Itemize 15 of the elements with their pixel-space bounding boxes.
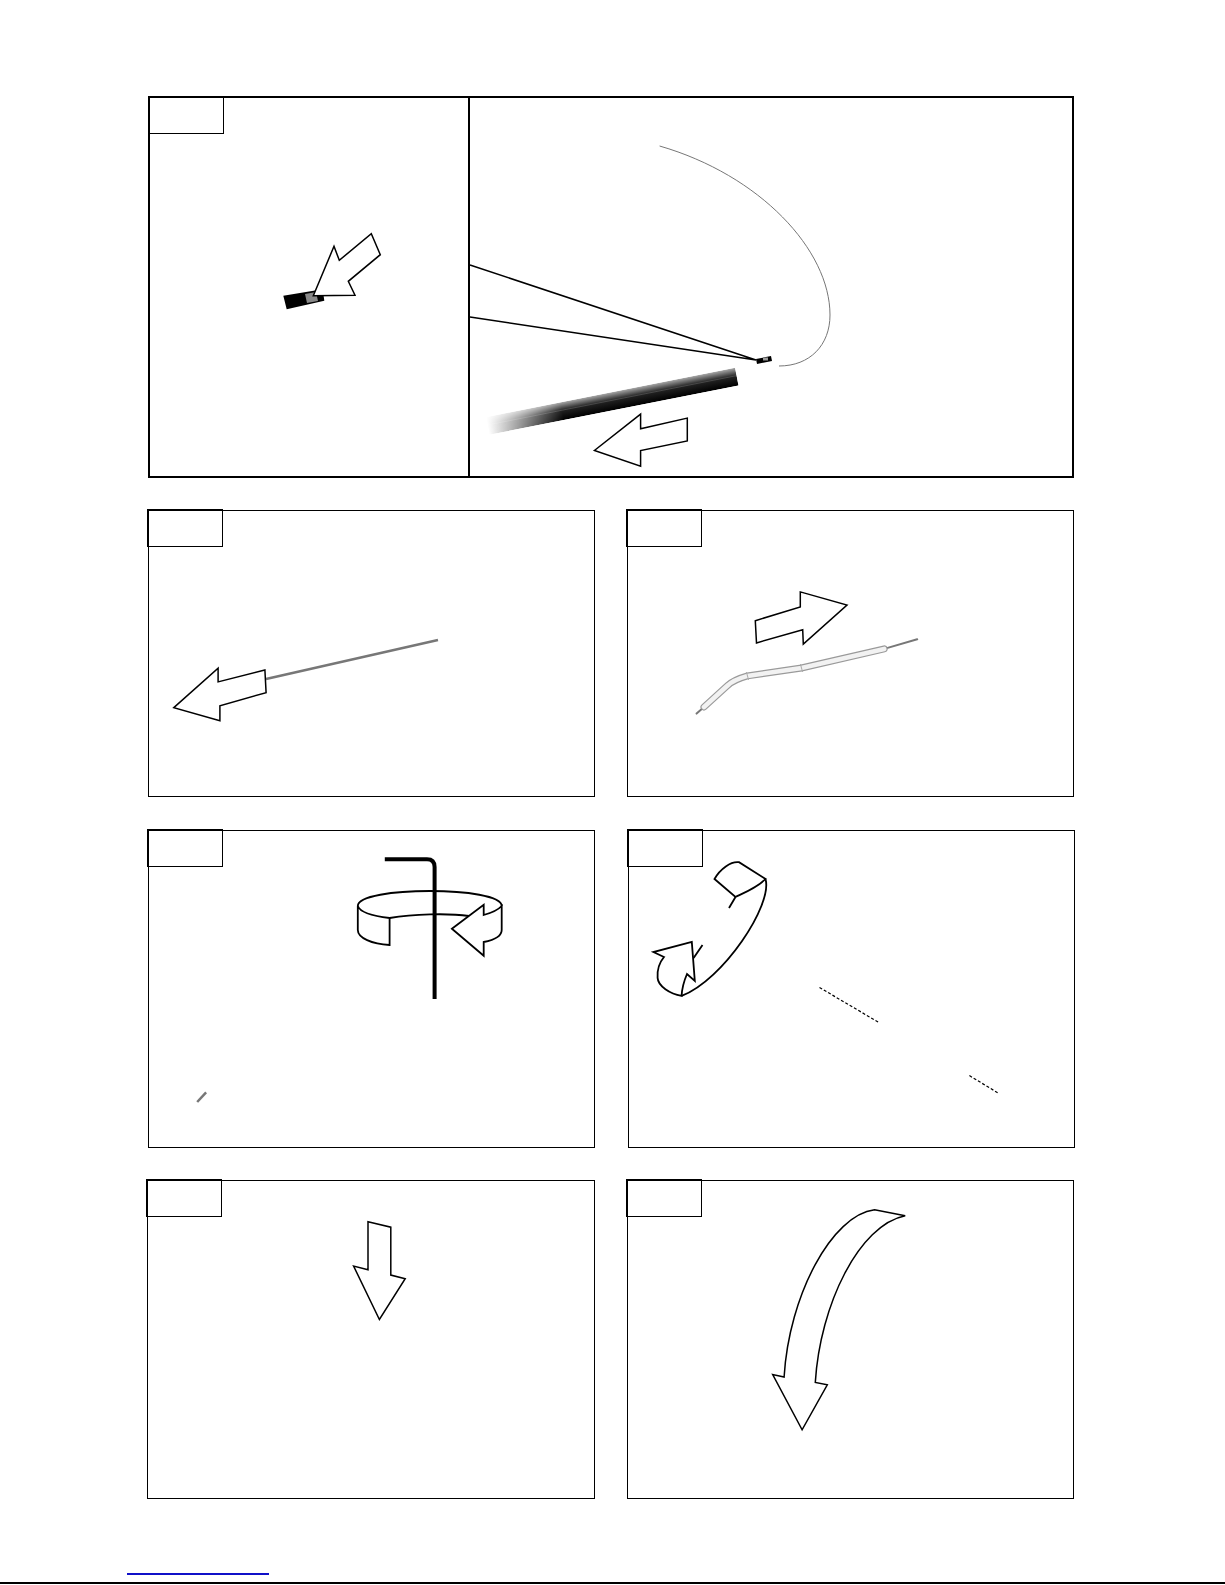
panel-frame xyxy=(148,830,595,1148)
panel-frame xyxy=(148,96,470,478)
corner-label-box xyxy=(147,509,224,548)
corner-label-box xyxy=(148,96,224,134)
corner-label-box xyxy=(626,509,703,548)
corner-label-box xyxy=(627,829,704,868)
panel-frame xyxy=(147,1180,595,1499)
panel-frame xyxy=(627,1180,1074,1499)
panel-frame xyxy=(468,96,1074,478)
corner-label-box xyxy=(146,1179,223,1218)
corner-label-box xyxy=(147,829,224,868)
corner-label-box xyxy=(626,1179,703,1218)
panel-frame xyxy=(627,510,1074,797)
panel-frame xyxy=(148,510,595,797)
panel-frame xyxy=(628,830,1075,1148)
